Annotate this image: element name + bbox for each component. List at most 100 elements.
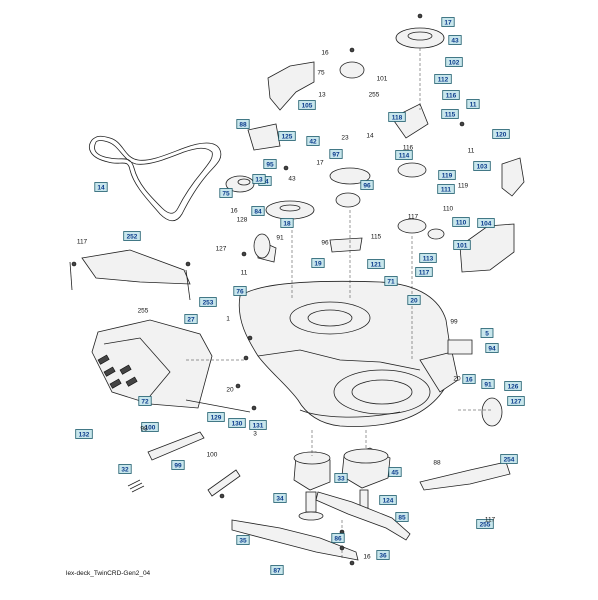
part-callout-number: 116	[446, 92, 457, 99]
part-callout-number: 11	[470, 101, 477, 108]
part-callout-box	[476, 519, 494, 529]
part-callout-number: 100	[145, 424, 156, 431]
part-number-label: 75	[317, 69, 325, 76]
part-callout-box	[138, 396, 152, 406]
part-callout-box	[233, 286, 247, 296]
part-callout-number: 43	[451, 37, 459, 44]
part-callout-number: 103	[477, 163, 488, 170]
part-callout-box	[219, 188, 233, 198]
part-callout-box	[334, 473, 348, 483]
part-callout-number: 5	[485, 330, 489, 337]
part-number-label: 96	[321, 239, 329, 246]
part-callout-number: 252	[127, 233, 138, 240]
part-callout-number: 132	[79, 431, 90, 438]
part-callout-box	[481, 379, 495, 389]
part-callout-box	[445, 57, 463, 67]
part-callout-box	[331, 533, 345, 543]
part-callout-box	[504, 381, 522, 391]
part-number-label: 116	[403, 144, 414, 151]
part-callout-number: 13	[255, 176, 263, 183]
part-callout-box	[251, 206, 265, 216]
part-callout-box	[376, 550, 390, 560]
part-callout-number: 125	[282, 133, 293, 140]
part-number-label: 98	[140, 425, 148, 432]
part-callout-box	[236, 119, 250, 129]
part-callout-number: 84	[254, 208, 262, 215]
part-callout-box	[492, 129, 510, 139]
part-callout-number: 36	[379, 552, 387, 559]
part-number-label: 16	[230, 207, 238, 214]
part-labels: 1743102112116105118115111254212014114971…	[75, 17, 525, 575]
part-callout-number: 120	[496, 131, 507, 138]
part-callout-number: 17	[444, 19, 452, 26]
part-number-label: 117	[77, 238, 88, 245]
part-number-label: 88	[433, 459, 441, 466]
part-callout-number: 86	[334, 535, 342, 542]
part-callout-number: 42	[309, 138, 317, 145]
part-callout-number: 16	[465, 376, 473, 383]
part-callout-number: 18	[283, 220, 291, 227]
blades	[231, 491, 411, 561]
part-callout-box	[419, 253, 437, 263]
part-number-label: 20	[453, 375, 461, 382]
part-number-label: 11	[241, 269, 248, 276]
part-number-label: 3	[253, 430, 257, 437]
part-callout-box	[500, 454, 518, 464]
part-callout-number: 99	[174, 462, 182, 469]
idler-arms	[127, 399, 251, 497]
part-callout-box	[442, 90, 460, 100]
part-callout-number: 121	[371, 261, 382, 268]
part-callout-box	[228, 418, 246, 428]
part-number-label: 100	[207, 451, 218, 458]
part-callout-box	[280, 218, 294, 228]
part-callout-number: 20	[410, 297, 418, 304]
part-callout-box	[462, 374, 476, 384]
part-callout-box	[207, 412, 225, 422]
part-number-label: 255	[369, 91, 380, 98]
part-callout-number: 32	[121, 466, 129, 473]
part-callout-number: 110	[456, 219, 467, 226]
part-callout-box	[270, 565, 284, 575]
part-callout-box	[94, 182, 108, 192]
part-callout-number: 114	[399, 152, 410, 159]
part-callout-number: 104	[481, 220, 492, 227]
part-number-label: 1	[226, 315, 230, 322]
part-callout-box	[441, 109, 459, 119]
drive-belt	[89, 135, 222, 222]
part-callout-number: 85	[398, 514, 406, 521]
part-callout-number: 254	[504, 456, 515, 463]
part-callout-number: 88	[239, 121, 247, 128]
part-callout-number: 45	[391, 469, 399, 476]
part-callout-number: 97	[332, 151, 340, 158]
part-number-label: 119	[458, 182, 469, 189]
part-callout-box	[453, 240, 471, 250]
part-callout-number: 126	[508, 383, 519, 390]
part-callout-box	[448, 35, 462, 45]
part-callout-number: 111	[441, 186, 452, 193]
part-number-label: 13	[318, 91, 326, 98]
part-callout-box	[298, 100, 316, 110]
part-callout-box	[278, 131, 296, 141]
part-callout-box	[273, 493, 287, 503]
part-callout-box	[395, 150, 413, 160]
part-callout-number: 131	[253, 422, 264, 429]
part-callout-box	[141, 422, 159, 432]
part-callout-box	[360, 180, 374, 190]
part-callout-box	[118, 464, 132, 474]
part-callout-box	[407, 295, 421, 305]
gauge-arm-left	[69, 249, 191, 301]
part-callout-box	[480, 328, 494, 338]
part-number-label: 16	[321, 49, 329, 56]
part-callout-number: 35	[239, 537, 247, 544]
part-callout-box	[438, 170, 456, 180]
gauge-arm-right	[419, 461, 511, 491]
part-callout-number: 72	[141, 398, 149, 405]
part-callout-number: 117	[419, 269, 430, 276]
part-callout-number: 94	[488, 345, 496, 352]
part-number-label: 101	[377, 75, 388, 82]
part-callout-number: 253	[203, 299, 214, 306]
part-callout-number: 27	[187, 316, 195, 323]
part-callout-number: 87	[273, 567, 281, 574]
part-number-label: 99	[450, 318, 458, 325]
